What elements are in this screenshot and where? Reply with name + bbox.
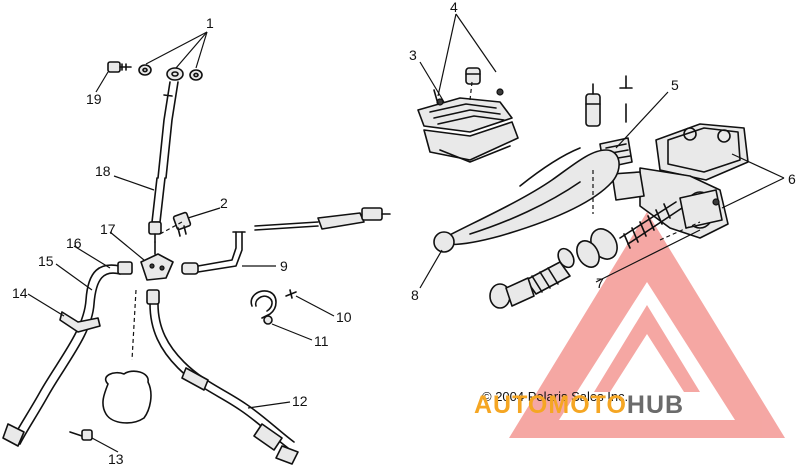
alignment-lines-left xyxy=(131,221,183,361)
part-3-master-cylinder-cover xyxy=(417,88,519,163)
part-brake-line-upper xyxy=(254,207,391,231)
callout-13: 13 xyxy=(108,451,124,466)
part-4-cap-and-screw xyxy=(433,67,481,105)
part-14-hose-clip xyxy=(59,311,101,333)
part-13-shield xyxy=(69,370,152,441)
callout-9: 9 xyxy=(280,258,288,274)
part-6-clamp xyxy=(679,189,723,229)
callout-19: 19 xyxy=(86,91,102,107)
part-18-hose-upper xyxy=(148,67,184,243)
watermark-text: AUTOMOTOHUB xyxy=(474,391,684,419)
part-2-brake-switch xyxy=(172,211,192,237)
callout-17: 17 xyxy=(100,221,116,237)
watermark-text-part1: AUTOMOTO xyxy=(474,391,627,419)
callout-11: 11 xyxy=(314,333,329,349)
callout-18: 18 xyxy=(95,163,111,179)
part-19-bolt xyxy=(107,61,132,73)
copyright-notice: © 2004 Polaris Sales Inc. xyxy=(482,389,628,404)
callout-15: 15 xyxy=(38,253,54,269)
callout-7: 7 xyxy=(596,275,604,291)
callout-5: 5 xyxy=(671,77,679,93)
callout-16: 16 xyxy=(66,235,82,251)
callout-1: 1 xyxy=(206,15,214,31)
callout-3: 3 xyxy=(409,47,417,63)
watermark-a-mark xyxy=(594,305,700,392)
leader-lines xyxy=(27,13,785,453)
callout-12: 12 xyxy=(292,393,308,409)
part-8-brake-lever xyxy=(433,147,620,253)
part-15-16-hose-left xyxy=(2,261,133,447)
callout-8: 8 xyxy=(411,287,419,303)
part-9-hose xyxy=(181,231,246,275)
callout-2: 2 xyxy=(220,195,228,211)
callout-10: 10 xyxy=(336,309,352,325)
callout-labels: 1 2 3 4 5 6 7 8 9 10 11 12 13 14 15 16 1… xyxy=(12,0,796,466)
watermark-logo xyxy=(509,212,785,438)
alignment-lines-right xyxy=(469,81,701,241)
callout-4: 4 xyxy=(450,0,458,15)
part-10-11-clamp xyxy=(250,289,297,325)
part-17-junction-block xyxy=(140,241,174,281)
part-6-master-cylinder-body xyxy=(611,123,749,239)
watermark-text-part2: HUB xyxy=(627,391,684,419)
part-1-washers xyxy=(138,64,203,81)
callout-14: 14 xyxy=(12,285,28,301)
callout-6: 6 xyxy=(788,171,796,187)
part-12-hose-right xyxy=(146,289,299,465)
part-7-piston-assembly xyxy=(489,201,683,309)
